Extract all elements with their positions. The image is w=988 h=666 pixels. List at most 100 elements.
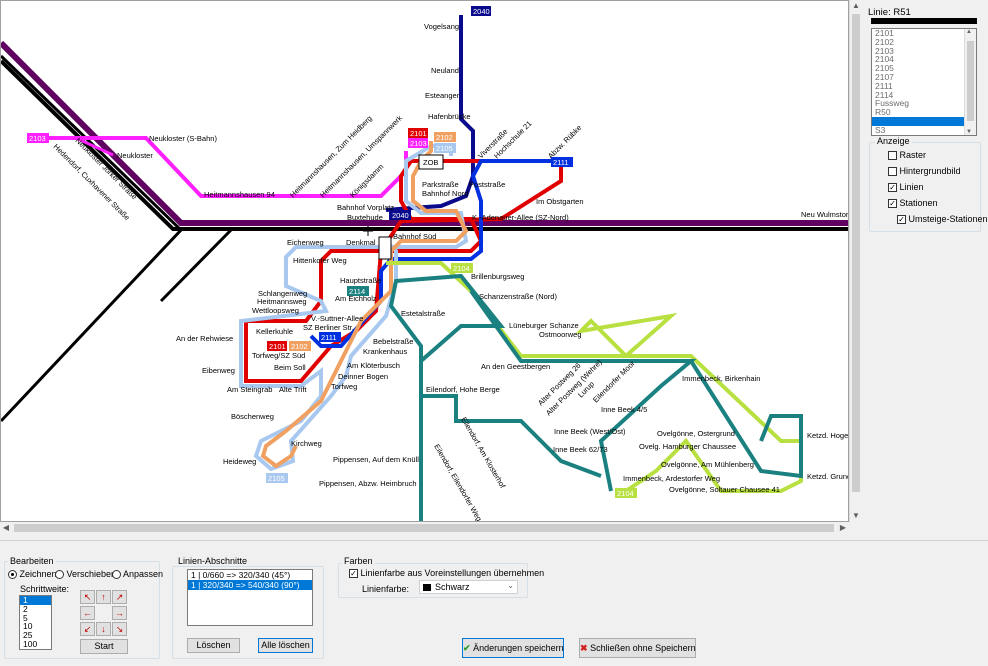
radio-zeichnen[interactable]: Zeichnen: [8, 569, 57, 580]
radio-icon[interactable]: [112, 570, 121, 580]
schrittweite-item[interactable]: 5: [23, 612, 28, 623]
checkbox-icon[interactable]: [888, 151, 897, 161]
map-vertical-scrollbar[interactable]: ▲ ▼: [849, 0, 862, 522]
station-label: Pippensen, Auf dem Knüll: [333, 455, 419, 464]
abschnitt-item[interactable]: 1 | 320/340 => 540/340 (90°): [188, 580, 312, 590]
line-list-item[interactable]: 2111: [875, 80, 893, 91]
map-horizontal-scrollbar[interactable]: ◀ ▶: [0, 522, 849, 534]
station-label: Torfweg/SZ Süd: [252, 351, 305, 360]
line-list-item[interactable]: S3: [875, 124, 886, 135]
scroll-up-icon[interactable]: ▲: [852, 1, 860, 10]
linienfarbe-checkbox[interactable]: ✓ Linienfarbe aus Voreinstellungen übern…: [349, 568, 545, 579]
scroll-right-icon[interactable]: ▶: [839, 523, 847, 532]
line-list-item[interactable]: 2104: [875, 54, 894, 65]
arrow-left-button[interactable]: ←: [80, 606, 95, 620]
line-list-item[interactable]: R50: [875, 107, 891, 118]
station-label: Abzw. Rübke: [546, 123, 583, 160]
station-label: Ovelgönne, Ostergrund: [657, 429, 735, 438]
bahnhof-sued-box: [378, 236, 392, 260]
line-badge: 2102: [291, 342, 308, 351]
line-list-item[interactable]: 2114: [875, 89, 894, 100]
rail-line-black-branch: [1, 54, 184, 423]
station-label: Deinner Bogen: [338, 372, 388, 381]
line-list-item[interactable]: 2101: [875, 28, 894, 38]
radio-anpassen[interactable]: Anpassen: [112, 569, 163, 580]
start-button[interactable]: Start: [80, 639, 128, 654]
line-list-item[interactable]: 2102: [875, 36, 894, 47]
checkbox-icon[interactable]: ✓: [897, 215, 906, 225]
station-label: Parkstraße: [422, 180, 459, 189]
station-label: Schanzenstraße (Nord): [479, 292, 557, 301]
checkbox-umsteige-stationen[interactable]: ✓ Umsteige-Stationen: [897, 214, 988, 225]
line-badge: 2102: [436, 133, 453, 142]
checkbox-hintergrundbild[interactable]: Hintergrundbild: [888, 166, 961, 177]
line-list-item[interactable]: [872, 116, 976, 126]
scroll-thumb[interactable]: [14, 524, 834, 532]
loeschen-button[interactable]: Löschen: [187, 638, 240, 653]
schrittweite-item[interactable]: 2: [23, 603, 28, 614]
abschnitte-list[interactable]: 1 | 0/660 => 320/340 (45°)1 | 320/340 =>…: [187, 569, 313, 626]
checkbox-icon[interactable]: ✓: [888, 183, 897, 193]
checkbox-linien[interactable]: ✓ Linien: [888, 182, 924, 193]
transit-map[interactable]: Vogelsang Neuland Esteanger Hafenbrücke …: [1, 1, 849, 522]
line-badge: 2105: [436, 144, 453, 153]
checkbox-raster[interactable]: Raster: [888, 150, 926, 161]
checkbox-stationen[interactable]: ✓ Stationen: [888, 198, 938, 209]
line-list-item[interactable]: 2103: [875, 45, 894, 56]
zob-box: [418, 154, 444, 170]
station-label: Böschenweg: [231, 412, 274, 421]
station-label: Heideweg: [223, 457, 256, 466]
arrow-down-left-button[interactable]: ↙: [80, 622, 95, 636]
radio-icon[interactable]: [8, 570, 17, 580]
alle-loeschen-button[interactable]: Alle löschen: [258, 638, 313, 653]
station-label: Alte Trift: [279, 385, 307, 394]
line-list-item[interactable]: Fussweg: [875, 98, 910, 109]
line-list-item[interactable]: 2105: [875, 63, 894, 74]
station-label: Inne Beek 4/5: [601, 405, 647, 414]
arrow-right-button[interactable]: →: [112, 606, 127, 620]
linienfarbe-label: Linienfarbe:: [362, 584, 410, 594]
arrow-down-right-button[interactable]: ↘: [112, 622, 127, 636]
checkbox-icon[interactable]: ✓: [349, 569, 358, 579]
schrittweite-item[interactable]: 100: [23, 638, 38, 649]
arrow-up-left-button[interactable]: ↖: [80, 590, 95, 604]
checkmark-icon: ✔: [463, 643, 471, 653]
radio-verschieben[interactable]: Verschieben: [55, 569, 116, 580]
station-label: Ovelg. Hamburger Chaussee: [639, 442, 736, 451]
line-teal-c: [421, 394, 602, 478]
linienfarbe-select[interactable]: Schwarz ⌄: [419, 580, 518, 594]
schrittweite-item[interactable]: 25: [23, 630, 33, 641]
radio-icon[interactable]: [55, 570, 64, 580]
schrittweite-item[interactable]: 10: [23, 621, 33, 632]
station-label: Ketzd. Hogen: [807, 431, 849, 440]
close-without-saving-button[interactable]: ✖ Schließen ohne Speichern: [579, 638, 696, 658]
line-list-scrollbar[interactable]: ▲ ▼: [964, 29, 976, 135]
scroll-thumb[interactable]: [852, 14, 860, 492]
station-label: Ketzd. Grund: [807, 472, 849, 481]
station-label: Hittenkofer Weg: [293, 256, 347, 265]
scroll-left-icon[interactable]: ◀: [2, 523, 10, 532]
save-changes-button[interactable]: ✔ Änderungen speichern: [462, 638, 564, 658]
map-canvas[interactable]: Vogelsang Neuland Esteanger Hafenbrücke …: [0, 0, 849, 522]
line-list-item[interactable]: 2107: [875, 71, 894, 82]
station-label: Estetalstraße: [401, 309, 445, 318]
schrittweite-item[interactable]: 1: [20, 596, 51, 605]
station-label: Ovelgönne, Am Mühlenberg: [661, 460, 754, 469]
arrow-down-button[interactable]: ↓: [96, 622, 111, 636]
abschnitt-item[interactable]: 1 | 0/660 => 320/340 (45°): [191, 570, 291, 580]
station-label: Am Eichholz: [335, 294, 377, 303]
station-label: Vogelsang: [424, 22, 459, 31]
checkbox-icon[interactable]: ✓: [888, 199, 897, 209]
line-badge: 2111: [321, 333, 337, 342]
arrow-up-button[interactable]: ↑: [96, 590, 111, 604]
line-color-swatch: [871, 18, 977, 24]
station-label: Krankenhaus: [363, 347, 407, 356]
scroll-down-icon[interactable]: ▼: [852, 511, 860, 520]
rail-line-purple: [1, 40, 848, 226]
checkbox-icon[interactable]: [888, 167, 897, 177]
station-label: Immenbeck, Ardestorfer Weg: [623, 474, 720, 483]
schrittweite-label: Schrittweite:: [20, 584, 70, 594]
arrow-up-right-button[interactable]: ↗: [112, 590, 127, 604]
